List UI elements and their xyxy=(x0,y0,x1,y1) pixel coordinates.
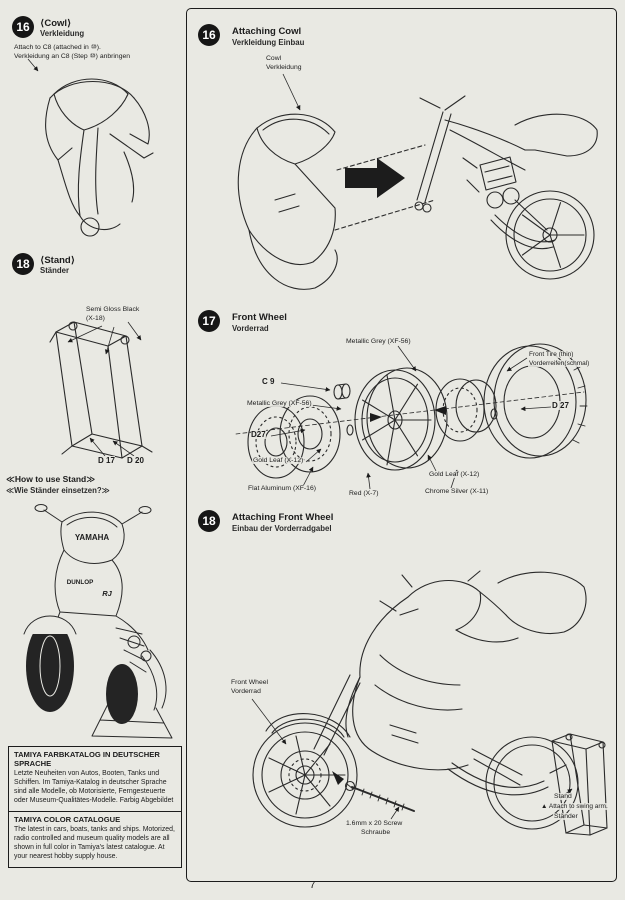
step17-subtitle: Vorderrad xyxy=(232,324,269,333)
assembly-arrow xyxy=(332,771,344,785)
catalog-english-section: TAMIYA COLOR CATALOGUE The latest in car… xyxy=(9,810,181,867)
how-to-stand-subtitle: ≪Wie Ständer einsetzen?≫ xyxy=(6,486,110,495)
attaching-cowl-sketch xyxy=(237,95,598,290)
step16-subtitle: Verkleidung Einbau xyxy=(232,38,305,47)
screw-label-en: 1.6mm x 20 Screw xyxy=(345,820,404,827)
callout-chrome-silver: Chrome Silver (X-11) xyxy=(424,488,490,495)
cowl-sketch xyxy=(45,78,154,237)
stand-label-de: Ständer xyxy=(553,813,579,820)
bike-on-stand-sketch: YAMAHA DUNLOP RJ xyxy=(23,504,173,739)
catalog-box: TAMIYA FARBKATALOG IN DEUTSCHER SPRACHE … xyxy=(8,746,182,868)
step16-title: Attaching Cowl xyxy=(232,26,302,37)
stand-label-note: ▲ Attach to swing arm. xyxy=(540,803,609,810)
front-wheel-exploded-sketch xyxy=(235,343,588,479)
callout-gold-leaf-right: Gold Leaf (X-12) xyxy=(428,471,481,478)
catalog-german-section: TAMIYA FARBKATALOG IN DEUTSCHER SPRACHE … xyxy=(9,747,181,811)
attaching-front-wheel-sketch xyxy=(252,570,608,836)
step16-left-title: ⟨Cowl⟩ xyxy=(40,18,72,29)
catalog-german-body: Letzte Neuheiten von Autos, Booten, Tank… xyxy=(14,770,174,804)
step-badge-18: 18 xyxy=(198,510,220,532)
callout-flat-aluminum: Flat Aluminum (XF-16) xyxy=(247,485,317,492)
step-badge-17: 17 xyxy=(198,310,220,332)
part-label-d17: D 17 xyxy=(98,456,115,465)
step-badge-16-left: 16 xyxy=(12,16,34,38)
step16-left-note-en: Attach to C8 (attached in ⑩). xyxy=(14,44,101,51)
stand-label-en: Stand xyxy=(553,793,573,800)
catalog-german-title: TAMIYA FARBKATALOG IN DEUTSCHER SPRACHE xyxy=(14,750,160,768)
paint-callout-semi-gloss-black: Semi Gloss Black (X-18) xyxy=(86,306,140,322)
callout-gold-leaf-left: Gold Leaf (X-12) xyxy=(252,457,305,464)
callout-front-tire-de: Vorderreifen(schmal) xyxy=(528,360,591,367)
catalog-english-title: TAMIYA COLOR CATALOGUE xyxy=(14,814,121,824)
step-badge-18-left: 18 xyxy=(12,253,34,275)
assembly-arrow xyxy=(345,158,405,198)
catalog-english-body: The latest in cars, boats, tanks and shi… xyxy=(14,826,175,860)
step17-title: Front Wheel xyxy=(232,312,287,323)
part-label-d27-left: D27 xyxy=(251,430,266,439)
step18-left-title: ⟨Stand⟩ xyxy=(40,255,76,266)
part-label-d27-right: D 27 xyxy=(552,401,569,410)
step-badge-16: 16 xyxy=(198,24,220,46)
how-to-stand-title: ≪How to use Stand≫ xyxy=(6,474,96,484)
front-wheel-label-de: Vorderrad xyxy=(230,688,262,695)
step18-subtitle: Einbau der Vorderradgabel xyxy=(232,524,332,533)
callout-metallic-grey-left: Metallic Grey (XF-56) xyxy=(246,400,313,407)
callout-metallic-grey-top: Metallic Grey (XF-56) xyxy=(345,338,412,345)
decal-yamaha: YAMAHA xyxy=(75,533,110,542)
page-number: 7 xyxy=(309,879,316,891)
decal-dunlop: DUNLOP xyxy=(67,579,94,586)
front-wheel-label-en: Front Wheel xyxy=(230,679,270,686)
step16-left-subtitle: Verkleidung xyxy=(40,29,85,38)
screw-label-de: Schraube xyxy=(360,829,392,836)
part-label-c9: C 9 xyxy=(262,377,275,386)
callout-front-tire: Front Tire (thin) xyxy=(528,351,575,358)
step16-left-note-de: Verkleidung an C8 (Step ⑩) anbringen xyxy=(14,53,131,60)
cowl-label-en: Cowl xyxy=(265,55,283,62)
part-label-d20: D 20 xyxy=(127,456,144,465)
main-panel-border xyxy=(186,8,617,882)
cowl-label-de: Verkleidung xyxy=(265,64,303,71)
callout-red: Red (X-7) xyxy=(348,490,380,497)
assembly-arrow xyxy=(434,406,446,415)
step18-left-subtitle: Ständer xyxy=(40,266,70,275)
assembly-arrow xyxy=(370,413,382,422)
decal-rj: RJ xyxy=(102,589,112,598)
step18-title: Attaching Front Wheel xyxy=(232,512,334,523)
